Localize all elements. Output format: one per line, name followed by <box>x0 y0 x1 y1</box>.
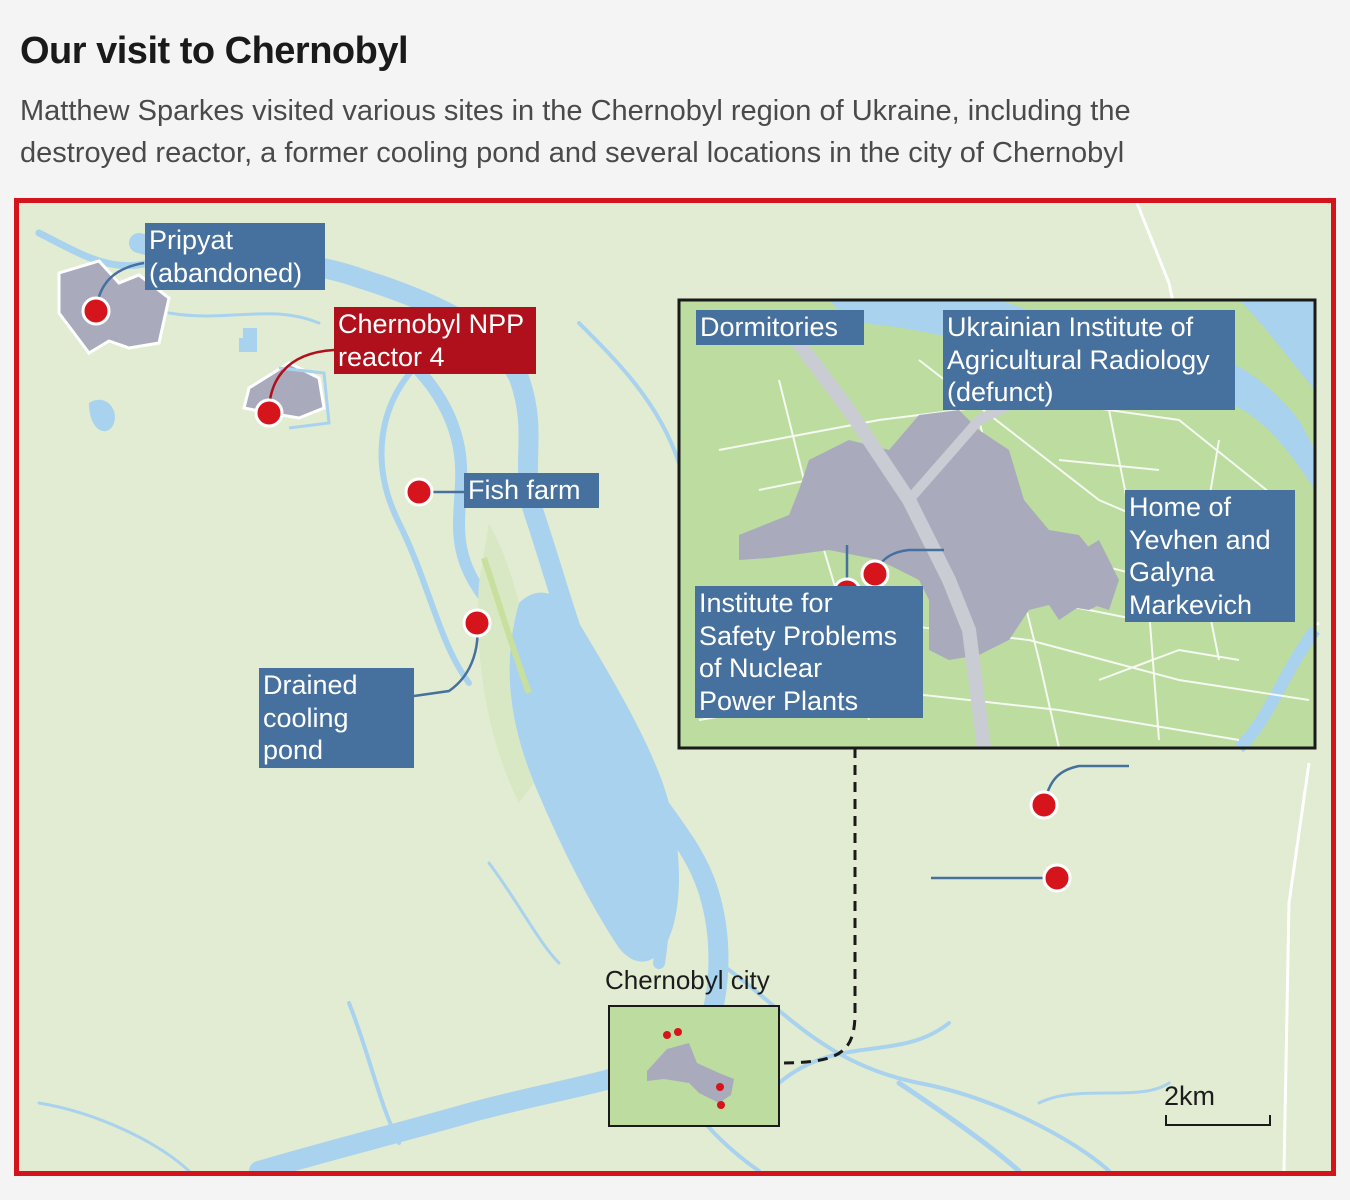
home-label: Home of Yevhen and Galyna Markevich <box>1125 490 1295 622</box>
safety-institute-marker-icon <box>1042 863 1072 893</box>
scale-label: 2km <box>1164 1081 1216 1111</box>
chernobyl-city-locator <box>608 1005 780 1127</box>
lake <box>239 338 257 352</box>
reactor-marker-icon <box>254 398 284 428</box>
agri-institute-label: Ukrainian Institute of Agricultural Radi… <box>943 310 1235 410</box>
cooling-pond-marker-icon <box>462 608 492 638</box>
scale-bar <box>1165 1115 1271 1126</box>
pripyat-marker-icon <box>81 296 111 326</box>
fish-farm-marker-icon <box>404 477 434 507</box>
site-markers <box>81 296 492 638</box>
cooling-pond-water <box>509 592 679 962</box>
dormitories-label: Dormitories <box>696 310 864 345</box>
pripyat-label: Pripyat (abandoned) <box>145 223 325 290</box>
cooling-pond-land <box>478 523 534 803</box>
chernobyl-city-label: Chernobyl city <box>605 965 770 995</box>
lake <box>89 399 115 432</box>
map-frame: Pripyat (abandoned) Chernobyl NPP reacto… <box>14 198 1336 1176</box>
page-title: Our visit to Chernobyl <box>20 30 409 72</box>
reactor-label: Chernobyl NPP reactor 4 <box>334 307 536 374</box>
npp-site-outline <box>278 366 331 430</box>
agri-institute-marker-icon <box>860 559 890 589</box>
inset-connector-line <box>778 748 857 1065</box>
pripyat-urban-area <box>57 259 171 355</box>
fish-farm-label: Fish farm <box>464 473 599 508</box>
lake <box>243 328 257 338</box>
home-marker-icon <box>1029 790 1059 820</box>
safety-institute-label: Institute for Safety Problems of Nuclear… <box>695 586 923 718</box>
cooling-pond-label: Drained cooling pond <box>259 668 414 768</box>
cooling-pond-channel <box>481 557 532 695</box>
page-subtitle: Matthew Sparkes visited various sites in… <box>20 95 1131 169</box>
